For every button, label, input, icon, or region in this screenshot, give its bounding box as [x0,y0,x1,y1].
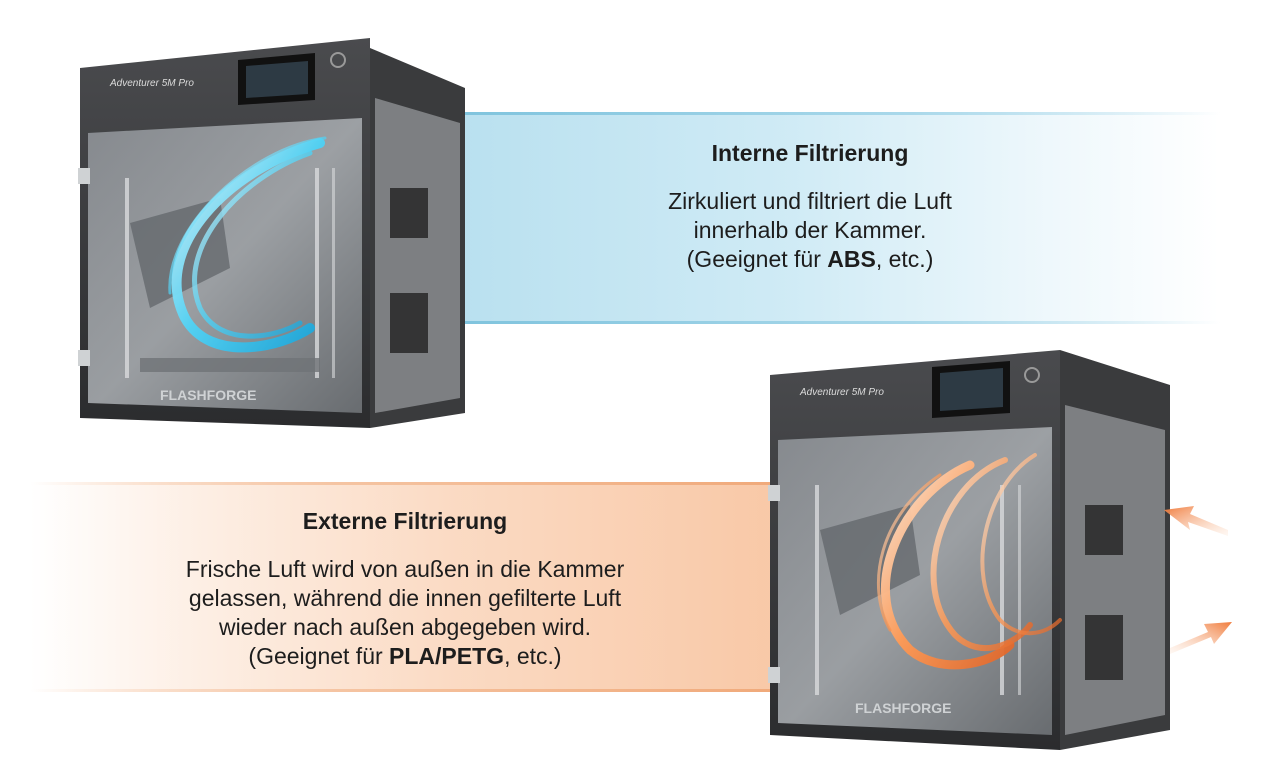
internal-filtration-band [440,112,1220,324]
external-filtration-title: Externe Filtrierung [302,508,508,534]
internal-filtration-text: Interne Filtrierung Zirkuliert und filtr… [560,140,1060,274]
printer-model-label: Adventurer 5M Pro [799,387,884,398]
printer-internal-image: Adventurer 5M Pro FLASHFORGE [78,38,465,428]
external-filtration-band [30,482,800,692]
external-filtration-description: Frische Luft wird von außen in die Kamme… [185,556,625,669]
internal-filtration-title: Interne Filtrierung [711,140,909,166]
printer-external-image: Adventurer 5M Pro FLASHFORGE [768,350,1170,750]
external-filtration-text: Externe Filtrierung Frische Luft wird vo… [100,508,710,671]
internal-filtration-description: Zirkuliert und filtriert die Luft innerh… [668,188,952,272]
air-outflow-arrow-icon [1170,622,1232,654]
air-inflow-arrow-icon [1164,506,1228,536]
brand-logo-label: FLASHFORGE [160,387,256,403]
brand-logo-label: FLASHFORGE [855,700,951,716]
printer-model-label: Adventurer 5M Pro [109,78,194,89]
